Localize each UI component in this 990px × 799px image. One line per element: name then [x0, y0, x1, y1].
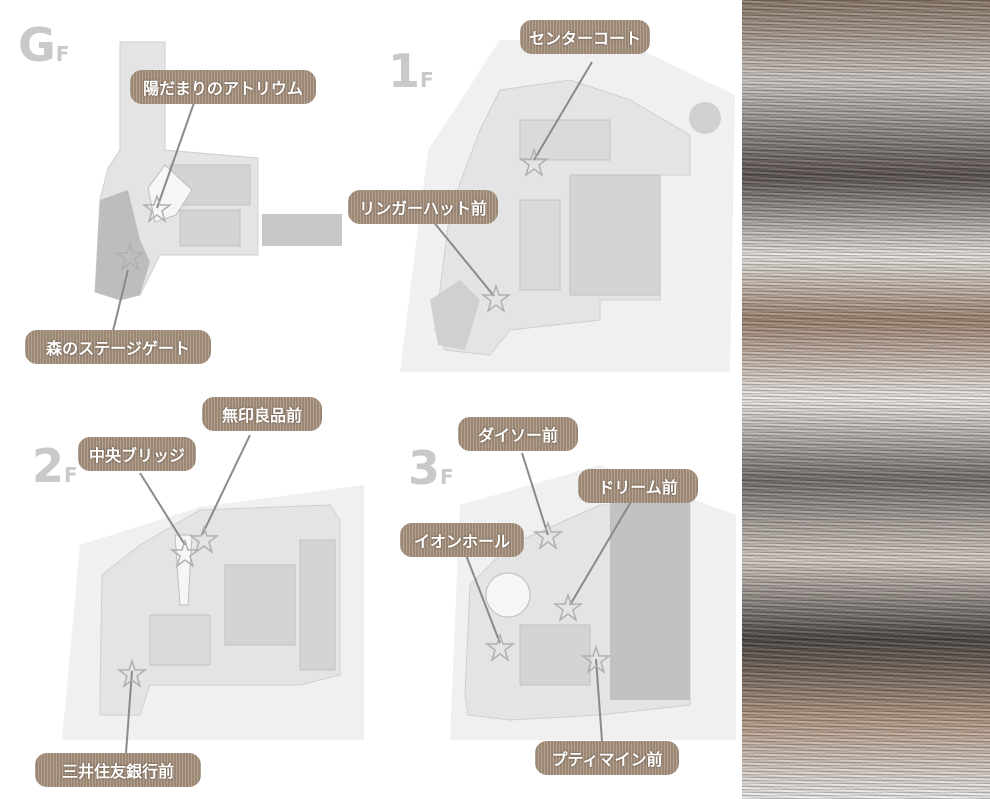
- spot-callout-gf-atrium[interactable]: 陽だまりのアトリウム: [130, 70, 316, 104]
- star-marker-3f-3: [484, 632, 516, 662]
- anchor-store-3f: [610, 490, 690, 700]
- spot-callout-3f-aeon-hall[interactable]: イオンホール: [400, 523, 524, 557]
- spot-callout-3f-daiso[interactable]: ダイソー前: [458, 417, 578, 451]
- store-block-2f-3: [149, 614, 211, 666]
- floor-plan-3f: [450, 452, 736, 742]
- star-marker-2f-1: [188, 524, 220, 554]
- hall-circle-3f: [485, 572, 531, 618]
- dark-block-gf: [95, 190, 150, 300]
- floor-gf: GF 陽だまりのアトリウム 森のステージゲート: [0, 0, 370, 390]
- leader-line-2f-3: [125, 670, 133, 754]
- side-photo-image: [742, 0, 990, 799]
- floor-1f: 1F センターコート リンガーハット前: [348, 0, 742, 390]
- spot-callout-1f-center-court[interactable]: センターコート: [520, 20, 650, 54]
- leader-line-3f-3: [465, 554, 501, 644]
- leader-line-gf-2: [111, 269, 129, 336]
- star-marker-2f-2: [169, 538, 201, 568]
- floor-label-3f: 3F: [408, 441, 454, 495]
- star-marker-1f-1: [518, 147, 550, 177]
- store-block-2f-1: [224, 564, 296, 646]
- bridge-shape-2f: [174, 534, 193, 606]
- leader-line-1f-1: [533, 61, 593, 161]
- spot-callout-3f-dream[interactable]: ドリーム前: [578, 469, 698, 503]
- floor-plan-2f: [62, 434, 364, 754]
- star-marker-3f-1: [532, 520, 564, 550]
- store-block-1f-3: [519, 119, 611, 161]
- leader-line-2f-1: [201, 434, 251, 536]
- entrance-block-1f: [430, 280, 480, 350]
- leader-line-2f-2: [139, 472, 186, 546]
- star-marker-1f-2: [480, 283, 512, 313]
- star-marker-gf-2: [114, 241, 146, 271]
- spot-callout-gf-stage-gate[interactable]: 森のステージゲート: [25, 330, 211, 364]
- atrium-shape-gf: [147, 164, 193, 223]
- star-marker-3f-4: [580, 644, 612, 674]
- spot-callout-3f-petit-main[interactable]: プティマイン前: [535, 741, 679, 775]
- floor-label-1f: 1F: [388, 44, 434, 98]
- leader-line-gf-1: [156, 99, 196, 209]
- star-marker-3f-2: [552, 592, 584, 622]
- floor-label-gf: GF: [18, 18, 70, 72]
- leader-line-3f-4: [595, 658, 603, 742]
- floor-2f: 2F 無印良品前 中央ブリッジ 三井住友銀行前: [0, 395, 370, 799]
- floor-map-area: GF 陽だまりのアトリウム 森のステージゲート 1F: [0, 0, 742, 799]
- star-marker-2f-3: [116, 658, 148, 688]
- floor-plan-1f: [400, 40, 735, 372]
- leader-line-1f-2: [431, 219, 495, 297]
- annex-block-gf: [262, 214, 342, 246]
- store-block-1f-2: [519, 199, 561, 291]
- floor-plan-gf: [94, 41, 342, 336]
- leader-line-3f-2: [569, 482, 643, 606]
- spot-callout-1f-ringer-hut[interactable]: リンガーハット前: [348, 190, 498, 224]
- star-marker-gf-1: [141, 193, 173, 223]
- store-block-gf-2: [179, 209, 241, 247]
- spot-callout-2f-smbc[interactable]: 三井住友銀行前: [35, 753, 201, 787]
- round-feature-1f: [689, 102, 721, 134]
- spot-callout-2f-muji[interactable]: 無印良品前: [202, 397, 322, 431]
- store-block-3f-1: [519, 624, 591, 686]
- store-block-1f-1: [569, 174, 661, 296]
- store-block-2f-2: [299, 539, 336, 671]
- floor-label-2f: 2F: [32, 439, 78, 493]
- leader-line-3f-1: [521, 452, 549, 536]
- spot-callout-2f-central-bridge[interactable]: 中央ブリッジ: [78, 437, 196, 471]
- floor-3f: 3F ダイソー前 ドリーム前 イオンホール プティマイン前: [370, 395, 742, 799]
